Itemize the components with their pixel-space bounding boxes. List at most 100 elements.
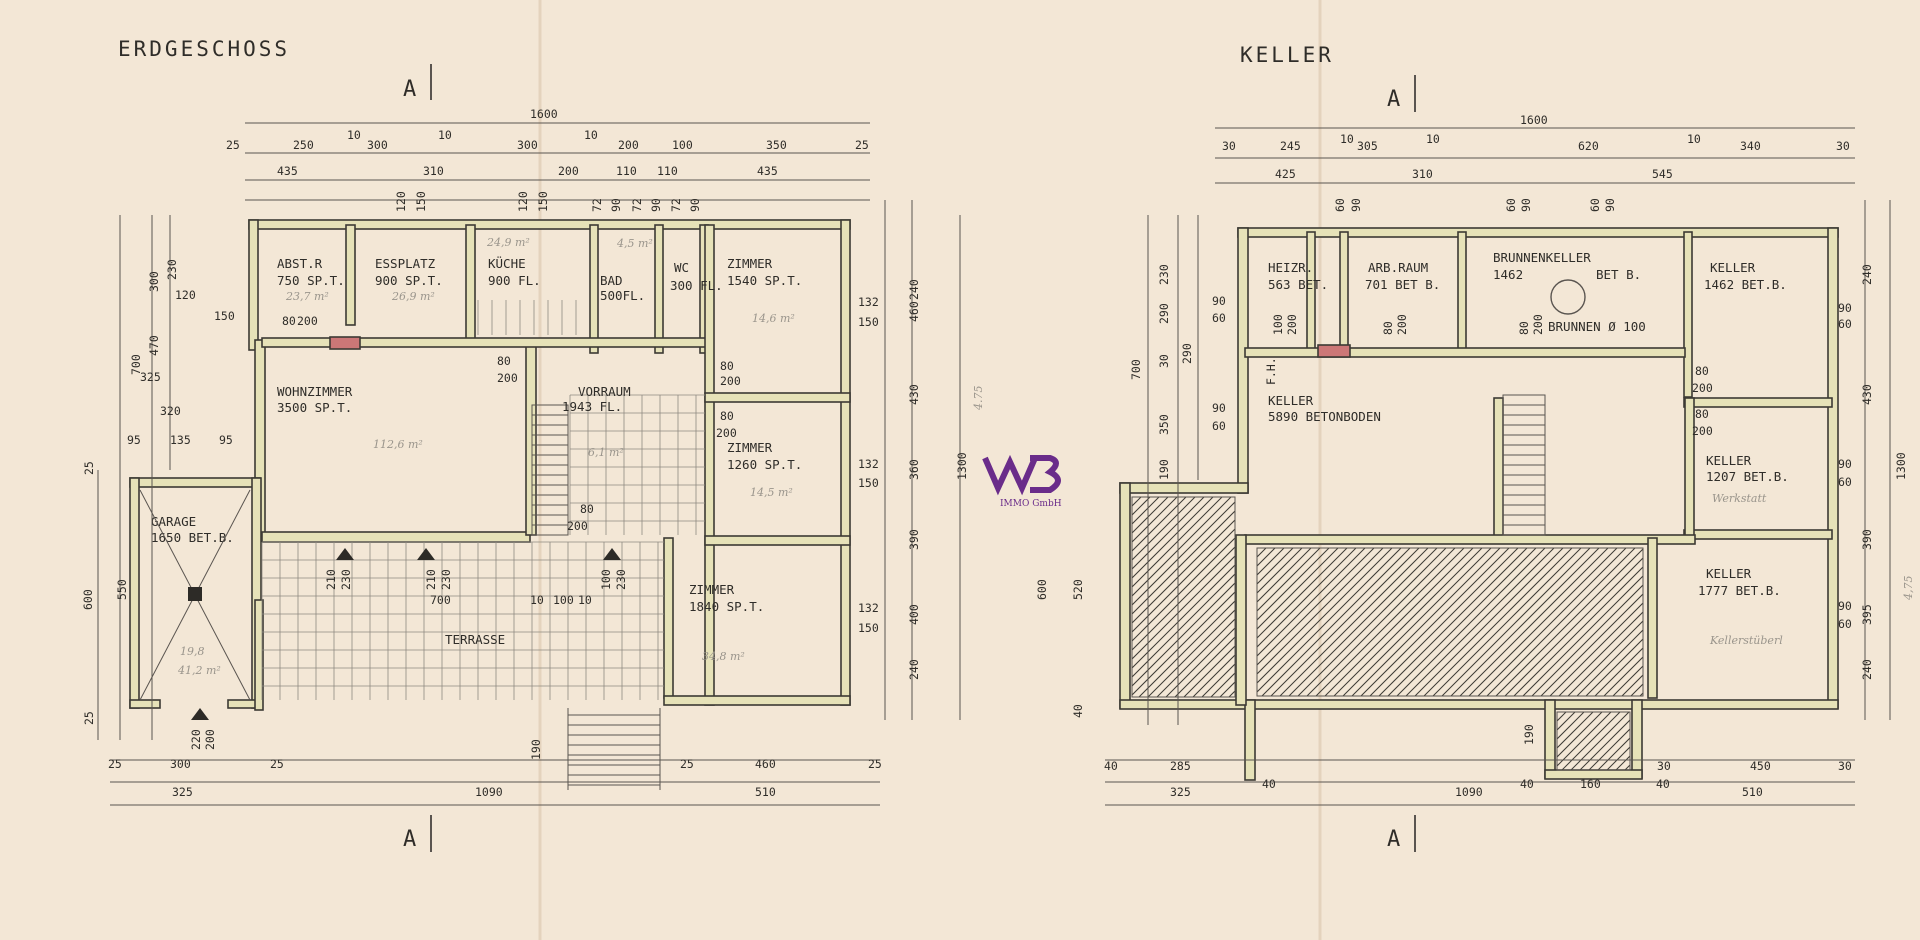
pencil-note: Kellerstüberl bbox=[1709, 634, 1783, 647]
basement-room-labels: HEIZR. 563 BET. ARB.RAUM 701 BET B. BRUN… bbox=[1264, 250, 1789, 647]
room-area: 1943 FL. bbox=[562, 399, 622, 414]
basement-interior-dimensions: 100 200 80 200 80 200 80 200 80 200 bbox=[1271, 314, 1713, 438]
dim-label: 90 bbox=[1603, 198, 1617, 212]
dim-label: 132 bbox=[858, 601, 879, 615]
door-arrows bbox=[191, 548, 621, 720]
room-name: ESSPLATZ bbox=[375, 256, 436, 271]
dim-label: 200 bbox=[567, 519, 588, 533]
dim-label: 120 bbox=[394, 191, 408, 212]
dim-label: 390 bbox=[907, 529, 921, 550]
dim-label: 230 bbox=[439, 569, 453, 590]
dim-label: 310 bbox=[1412, 167, 1433, 181]
dim-label: 60 bbox=[1504, 198, 1518, 212]
pencil-note: 4.75 bbox=[972, 386, 985, 412]
ground-pencil-notes: 23,7 m² 26,9 m² 24,9 m² 4,5 m² 14,6 m² 1… bbox=[177, 236, 795, 677]
dim-label: 25 bbox=[226, 138, 240, 152]
room-name: ZIMMER bbox=[727, 440, 773, 455]
room-name: GARAGE bbox=[151, 514, 196, 529]
dim-label: 30 bbox=[1838, 759, 1852, 773]
hatch-line bbox=[1360, 548, 1510, 696]
hatch-line bbox=[1423, 548, 1573, 696]
hatch-line bbox=[1257, 548, 1294, 585]
hatch-line bbox=[1257, 548, 1321, 612]
room-name: WOHNZIMMER bbox=[277, 384, 353, 399]
dim-label: 200 bbox=[297, 314, 318, 328]
room-name: KELLER bbox=[1706, 566, 1752, 581]
hatch-border bbox=[1556, 711, 1631, 771]
dim-label: 545 bbox=[1652, 167, 1673, 181]
dim-label: 80 bbox=[1695, 407, 1709, 421]
hatch-line bbox=[1297, 548, 1447, 696]
hatch-line bbox=[1522, 575, 1643, 696]
dim-label: 430 bbox=[907, 384, 921, 405]
room-area: 1462 bbox=[1493, 267, 1523, 282]
ground-floor-title: ERDGESCHOSS bbox=[118, 37, 290, 61]
dim-label: 435 bbox=[757, 164, 778, 178]
dim-label: 72 bbox=[590, 198, 604, 212]
hatch-line bbox=[1612, 665, 1643, 696]
dim-label: 90 bbox=[1519, 198, 1533, 212]
dim-label: 1300 bbox=[1894, 452, 1908, 480]
hatch-line bbox=[1132, 546, 1235, 651]
basement-top-dimensions: 1600 30 245 10 305 10 620 10 340 30 425 … bbox=[1215, 113, 1855, 212]
dim-label: 390 bbox=[1860, 529, 1874, 550]
dim-label: 230 bbox=[165, 259, 179, 280]
pencil-note: 4,75 bbox=[1902, 576, 1915, 602]
dim-label: 30 bbox=[1157, 354, 1171, 368]
hatch-line bbox=[1132, 497, 1169, 534]
hatch-line bbox=[1567, 620, 1643, 696]
ground-walls bbox=[129, 219, 851, 711]
dim-label: 25 bbox=[270, 757, 284, 771]
hatch-line bbox=[1174, 636, 1235, 697]
dim-label: 240 bbox=[1860, 264, 1874, 285]
hatch-line bbox=[1132, 555, 1235, 660]
section-label: A bbox=[1387, 827, 1400, 852]
dim-label: 120 bbox=[175, 288, 196, 302]
pencil-area-note: 34,8 m² bbox=[702, 650, 745, 663]
dim-label: 80 bbox=[1517, 321, 1531, 335]
hatch-line bbox=[1459, 548, 1609, 696]
hatched-areas bbox=[1131, 496, 1644, 771]
hatch-line bbox=[1306, 548, 1456, 696]
hatch-line bbox=[1132, 497, 1196, 561]
dim-label: 1090 bbox=[1455, 785, 1483, 799]
hatch-border bbox=[1256, 547, 1644, 697]
dim-label: 72 bbox=[630, 198, 644, 212]
dim-label: 1300 bbox=[955, 452, 969, 480]
dim-label: 90 bbox=[1212, 294, 1226, 308]
well-label: BRUNNEN Ø 100 bbox=[1548, 319, 1646, 334]
dim-label: 300 bbox=[147, 271, 161, 292]
dim-label: 450 bbox=[1750, 759, 1771, 773]
dim-label: 100 bbox=[672, 138, 693, 152]
dim-label: 10 bbox=[530, 593, 544, 607]
hatch-group bbox=[1132, 497, 1235, 697]
hatch-line bbox=[1257, 548, 1312, 603]
dim-label: 90 bbox=[1838, 301, 1852, 315]
hatch-line bbox=[1192, 654, 1235, 697]
hatch-line bbox=[1132, 537, 1235, 642]
dim-label: 80 bbox=[282, 314, 296, 328]
dim-label: 10 bbox=[1340, 132, 1354, 146]
dim-label: 230 bbox=[614, 569, 628, 590]
dim-label: 30 bbox=[1836, 139, 1850, 153]
dim-label: 310 bbox=[423, 164, 444, 178]
hatch-line bbox=[1477, 548, 1627, 696]
door-arrow-icon bbox=[336, 548, 354, 560]
hatch-line bbox=[1558, 611, 1643, 696]
dim-label: 360 bbox=[907, 459, 921, 480]
room-area: 1650 BET.B. bbox=[151, 530, 234, 545]
dim-label: 240 bbox=[907, 279, 921, 300]
dim-label: 95 bbox=[219, 433, 233, 447]
dim-label: 80 bbox=[497, 354, 511, 368]
dim-label: 30 bbox=[1222, 139, 1236, 153]
dim-label: 700 bbox=[129, 354, 143, 375]
hatch-line bbox=[1557, 712, 1603, 758]
dim-label: 80 bbox=[720, 409, 734, 423]
room-name: ZIMMER bbox=[727, 256, 773, 271]
dim-label: 95 bbox=[127, 433, 141, 447]
basement-walls bbox=[1119, 227, 1839, 781]
hatch-line bbox=[1132, 497, 1223, 588]
hatch-line bbox=[1468, 548, 1618, 696]
hatch-line bbox=[1132, 519, 1235, 624]
